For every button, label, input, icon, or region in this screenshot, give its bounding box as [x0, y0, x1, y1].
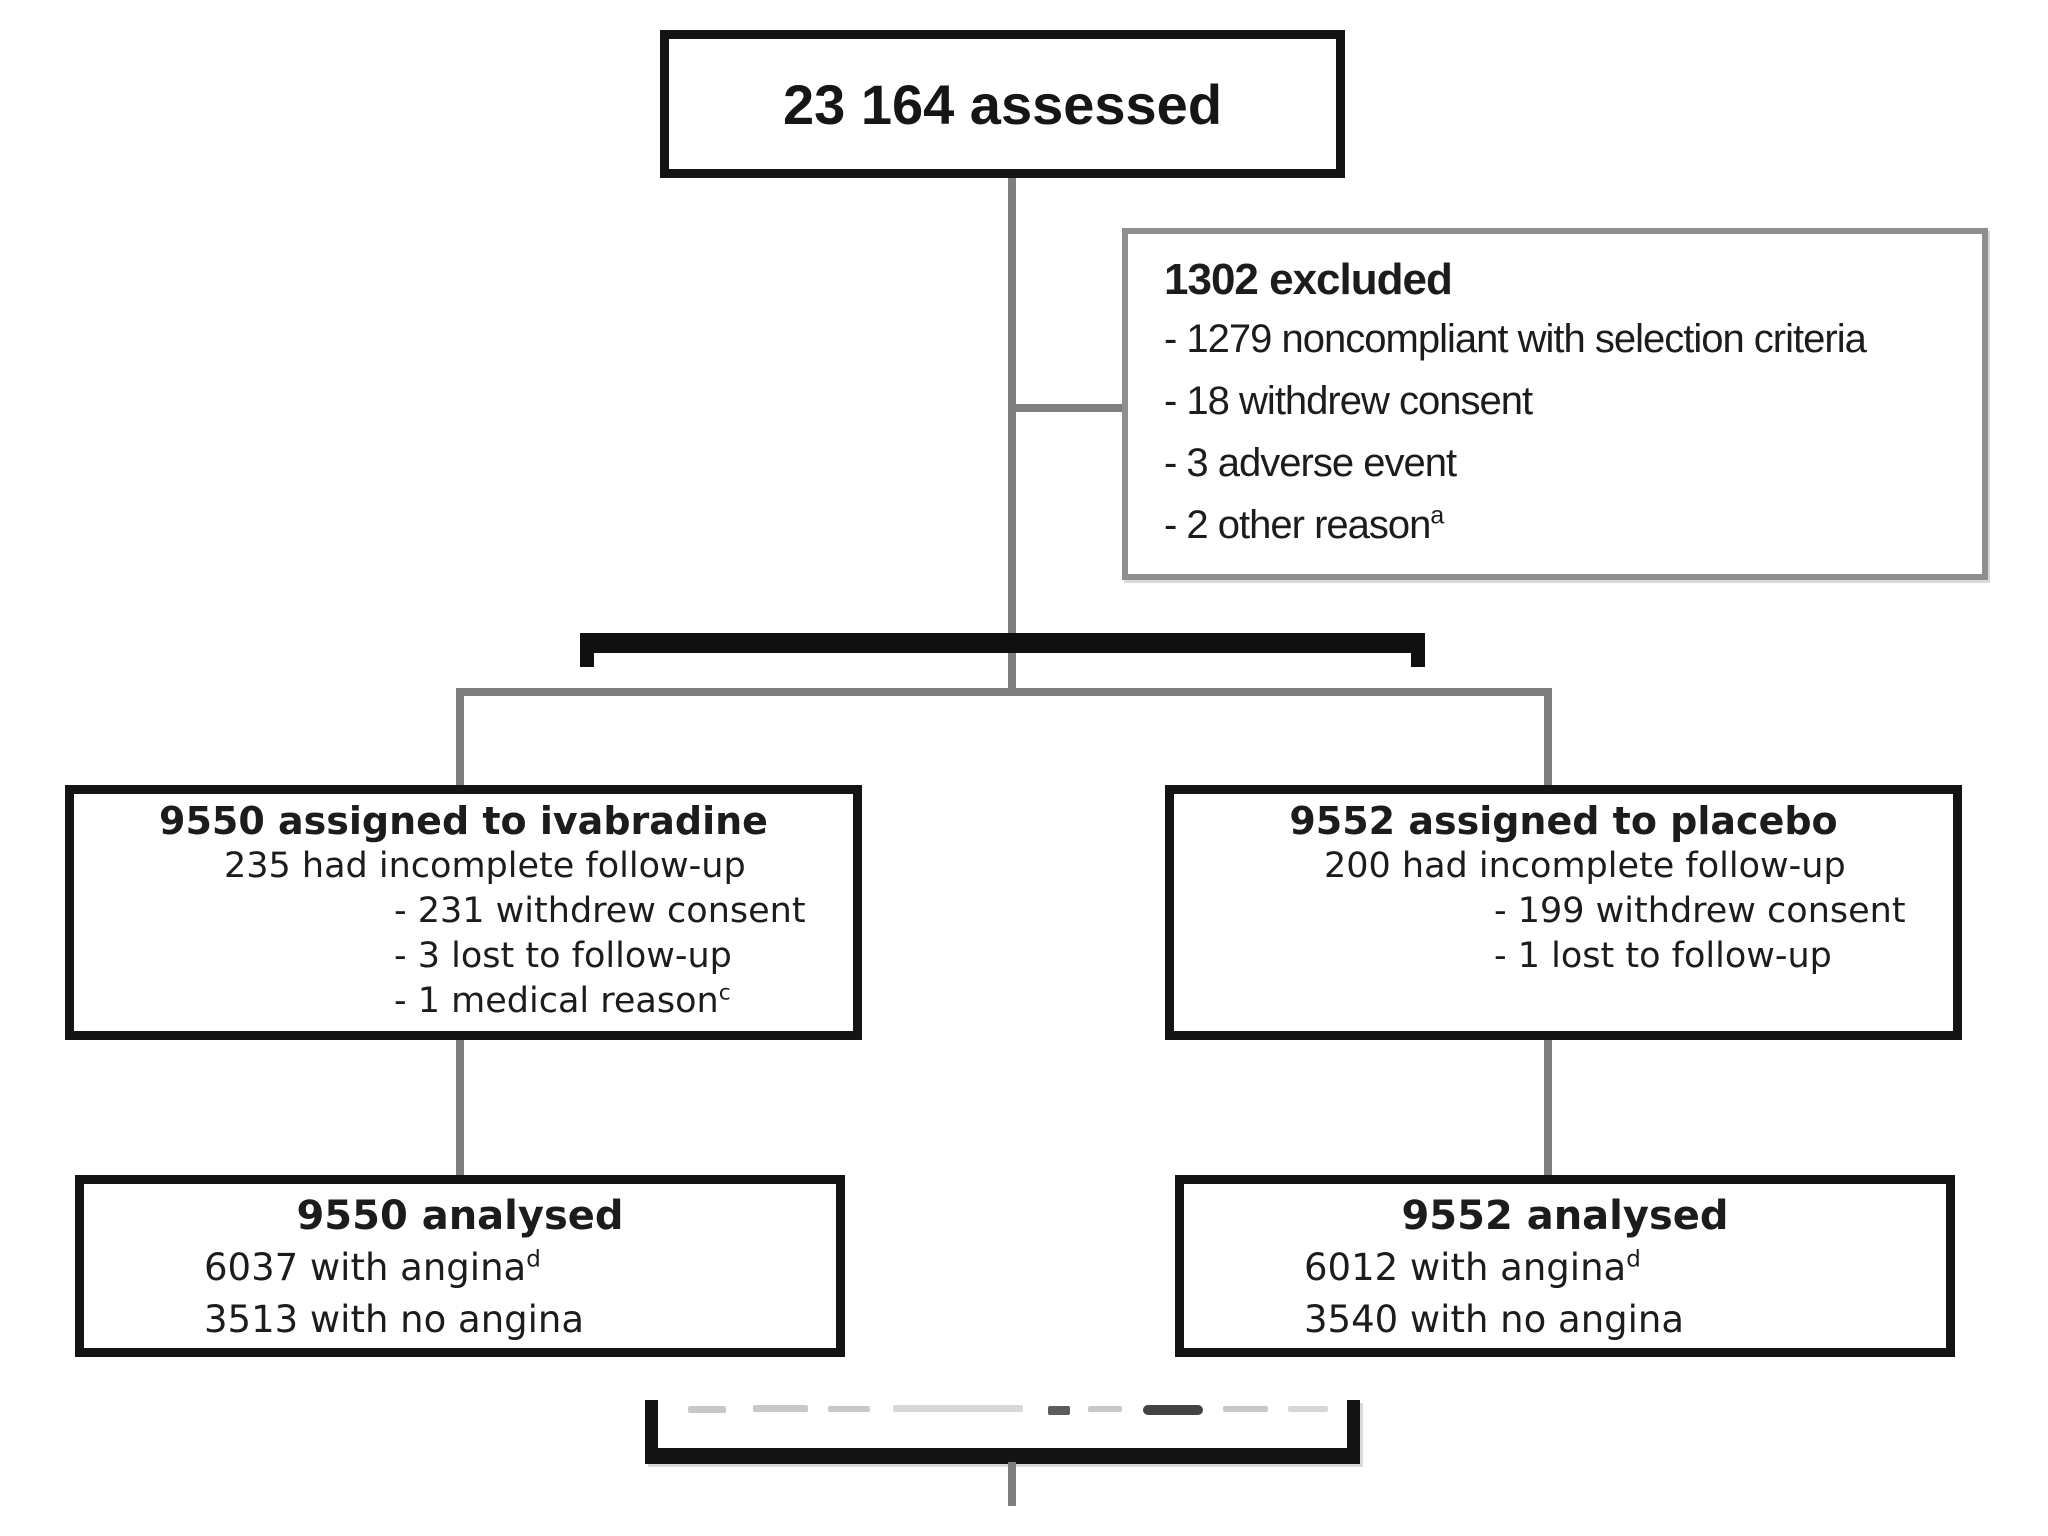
excluded-item: - 3 adverse event	[1164, 441, 1457, 485]
connector-split-horizontal-line	[456, 688, 1552, 696]
ivabradine-analysed-line: 6037 with anginad	[204, 1246, 541, 1289]
connector-assessed-vertical-line	[1008, 178, 1016, 694]
assessed-box: 23 164 assessed	[660, 30, 1345, 178]
connector-right-analysed-line	[1544, 1038, 1552, 1178]
erased-text-remnant	[688, 1406, 726, 1413]
erased-text-remnant	[1143, 1405, 1203, 1415]
placebo-analysed-box: 9552 analysed 6012 with anginad 3540 wit…	[1175, 1175, 1955, 1357]
randomisation-black-bar	[580, 633, 1425, 667]
ivabradine-arm-line: - 3 lost to follow-up	[394, 936, 732, 976]
ivabradine-arm-line: 235 had incomplete follow-up	[224, 846, 746, 886]
assessed-label: 23 164 assessed	[782, 72, 1223, 136]
bottom-cropped-box	[645, 1400, 1360, 1464]
ivabradine-analysed-line: 3513 with no angina	[204, 1298, 585, 1341]
ivabradine-arm-line: - 231 withdrew consent	[394, 891, 806, 931]
erased-text-remnant	[1223, 1406, 1268, 1412]
ivabradine-analysed-box: 9550 analysed 6037 with anginad 3513 wit…	[75, 1175, 845, 1357]
connector-right-arm-drop-line	[1544, 688, 1552, 787]
placebo-analysed-title: 9552 analysed	[1401, 1193, 1729, 1239]
connector-left-analysed-line	[456, 1038, 464, 1178]
placebo-arm-title: 9552 assigned to placebo	[1289, 799, 1838, 843]
placebo-arm-box: 9552 assigned to placebo 200 had incompl…	[1165, 785, 1962, 1040]
erased-text-remnant	[893, 1405, 1023, 1412]
placebo-analysed-line: 6012 with anginad	[1304, 1246, 1641, 1289]
erased-text-remnant	[1088, 1406, 1122, 1412]
excluded-item: - 2 other reasona	[1164, 502, 1444, 547]
placebo-arm-line: - 199 withdrew consent	[1494, 891, 1906, 931]
placebo-arm-line: 200 had incomplete follow-up	[1324, 846, 1846, 886]
ivabradine-arm-line: - 1 medical reasonc	[394, 980, 731, 1021]
excluded-title: 1302 excluded	[1164, 255, 1453, 304]
ivabradine-analysed-title: 9550 analysed	[296, 1193, 624, 1239]
placebo-arm-line: - 1 lost to follow-up	[1494, 936, 1832, 976]
excluded-box: 1302 excluded - 1279 noncompliant with s…	[1122, 228, 1988, 580]
erased-text-remnant	[753, 1405, 808, 1412]
excluded-item: - 1279 noncompliant with selection crite…	[1164, 317, 1867, 361]
erased-text-remnant	[1048, 1406, 1070, 1415]
excluded-item: - 18 withdrew consent	[1164, 379, 1533, 423]
ivabradine-arm-box: 9550 assigned to ivabradine 235 had inco…	[65, 785, 862, 1040]
connector-excluded-stub-line	[1012, 404, 1124, 412]
erased-text-remnant	[828, 1406, 870, 1412]
placebo-analysed-line: 3540 with no angina	[1304, 1298, 1685, 1341]
connector-left-arm-drop-line	[456, 688, 464, 787]
erased-text-remnant	[1288, 1406, 1328, 1412]
ivabradine-arm-title: 9550 assigned to ivabradine	[159, 799, 768, 843]
connector-bottom-stub-line	[1008, 1462, 1016, 1506]
